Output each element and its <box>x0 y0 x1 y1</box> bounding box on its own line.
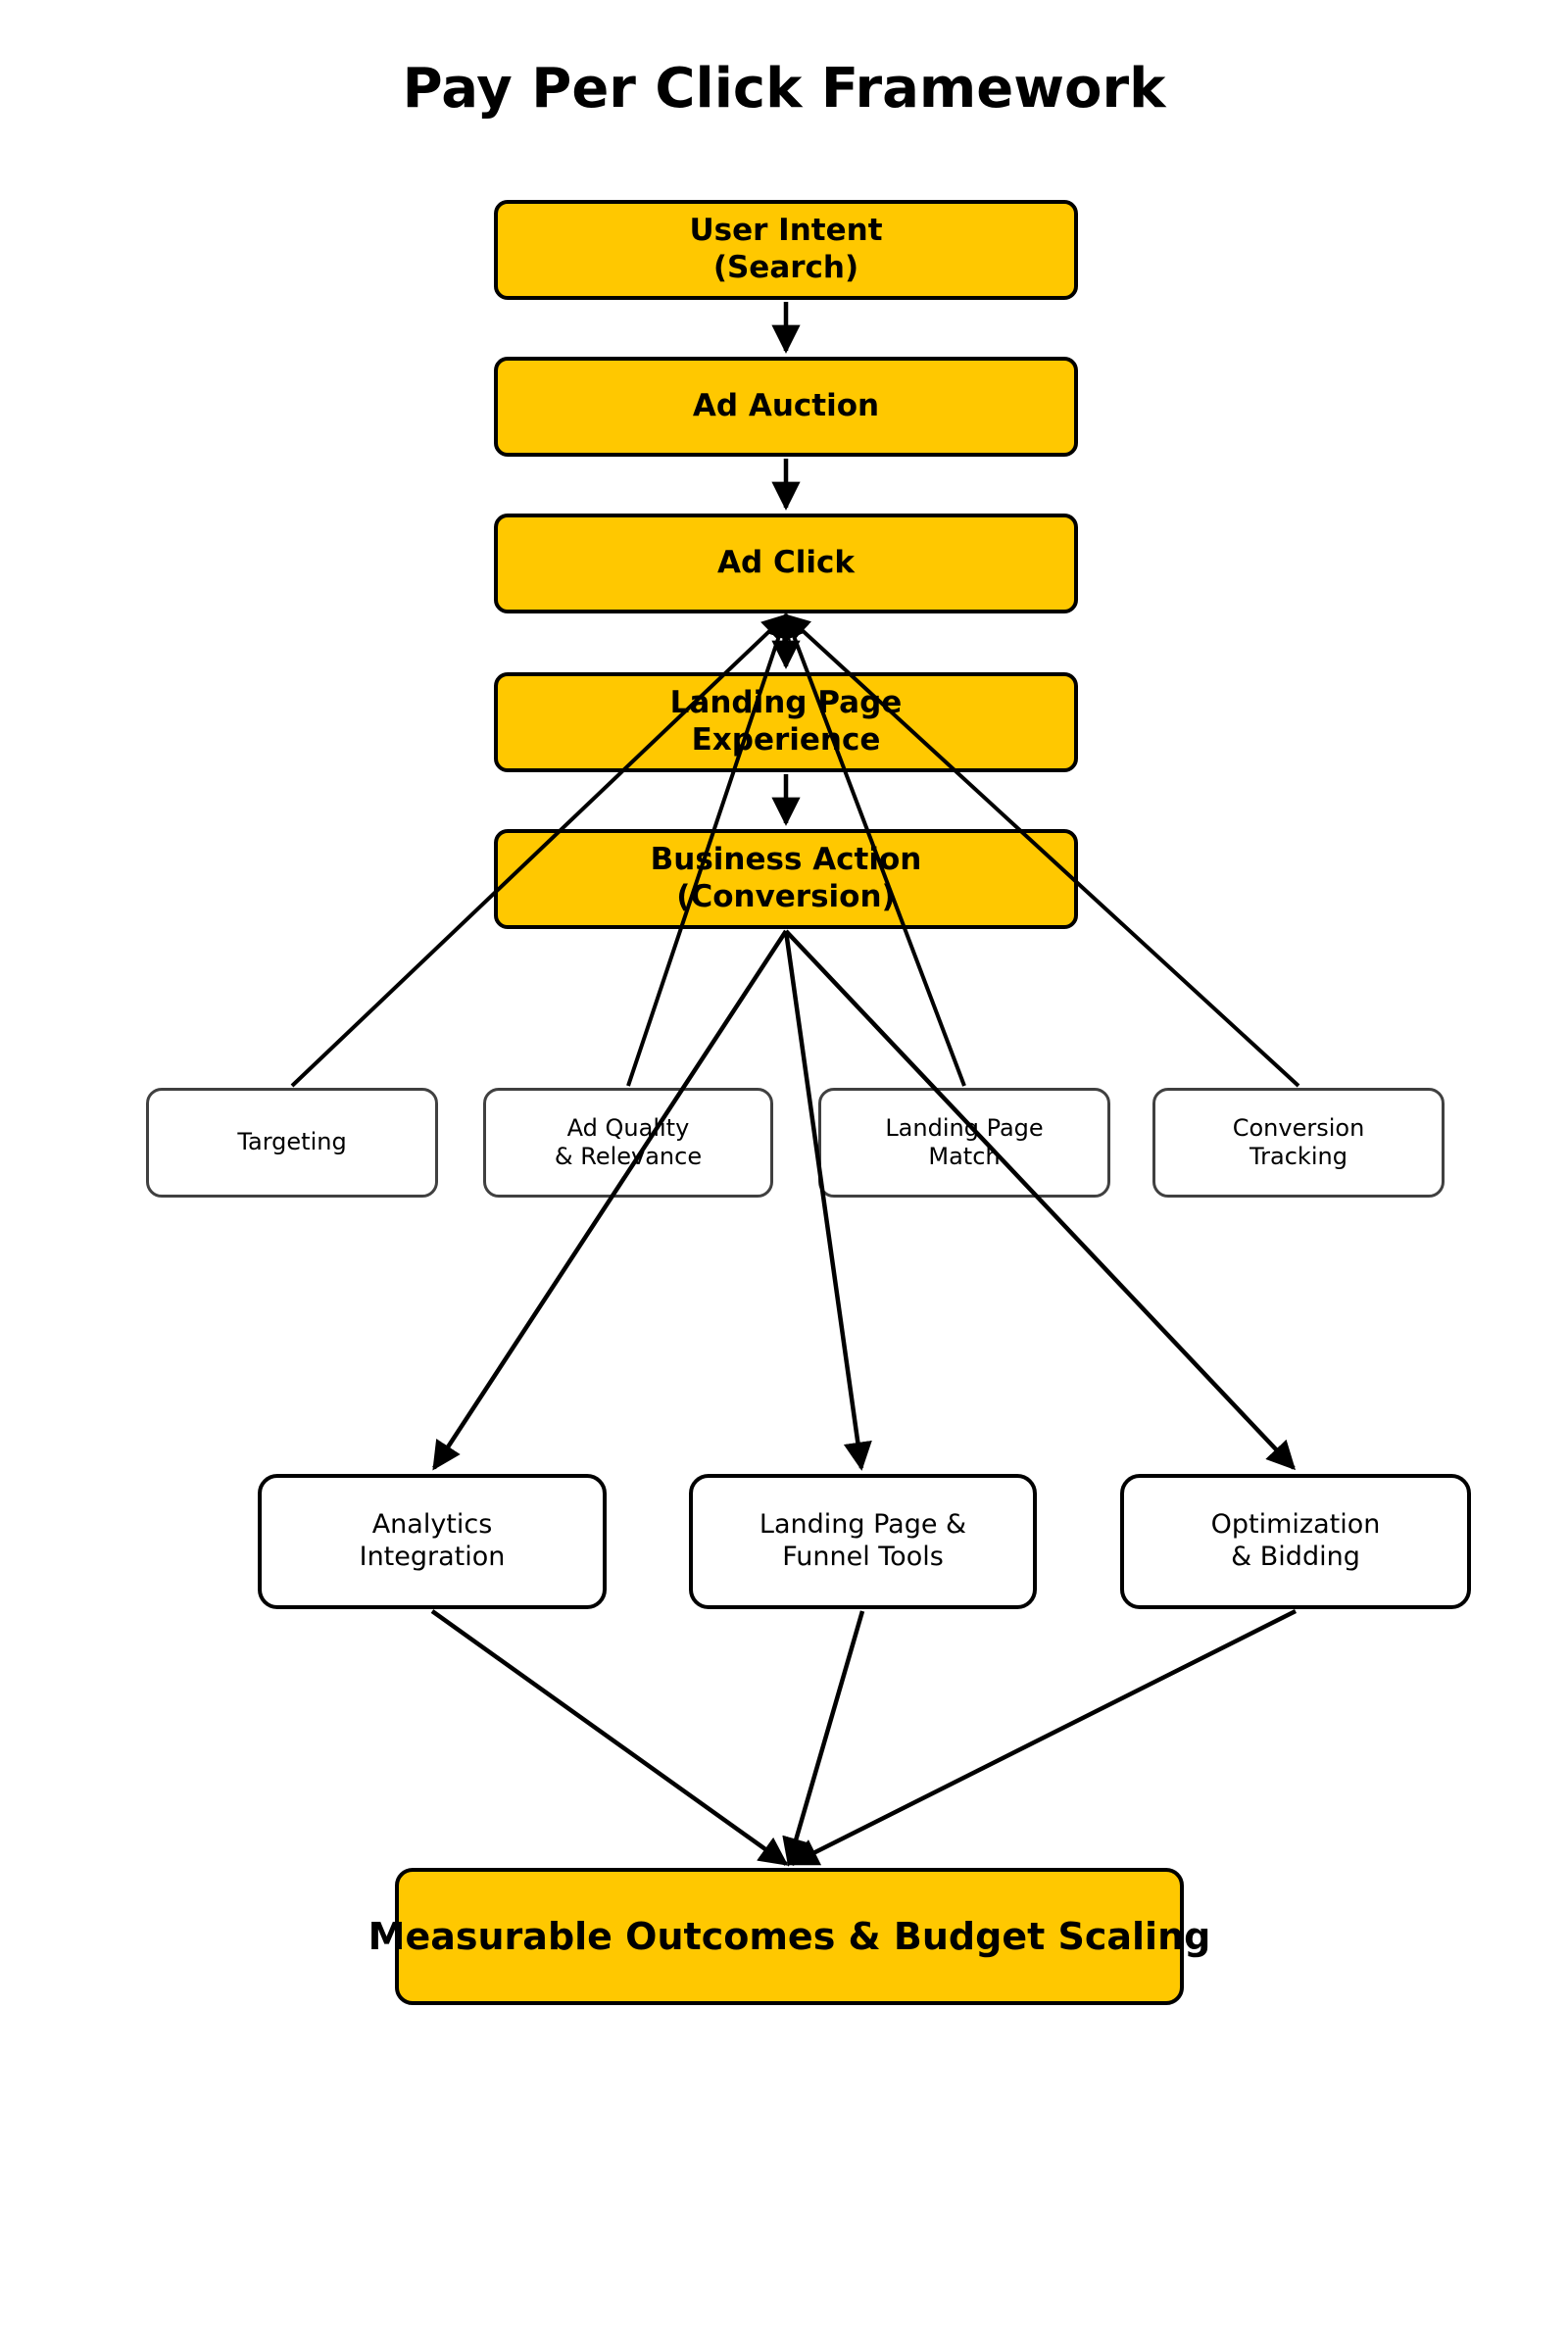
node-ad-quality-label: Ad Quality & Relevance <box>554 1113 703 1170</box>
edge-analytics-to-outcomes <box>430 1609 789 1866</box>
page-title: Pay Per Click Framework <box>402 57 1166 121</box>
node-targeting: Targeting <box>146 1088 438 1198</box>
node-landing-page-experience: Landing Page Experience <box>494 672 1078 772</box>
node-analytics-integration-label: Analytics Integration <box>359 1509 506 1572</box>
node-ad-click-label: Ad Click <box>717 545 855 581</box>
node-measurable-outcomes: Measurable Outcomes & Budget Scaling <box>368 1868 1210 2005</box>
node-ad-auction-label: Ad Auction <box>692 388 880 424</box>
edge-business-action-to-optimization <box>784 929 1297 1471</box>
node-business-action: Business Action (Conversion) <box>494 829 1078 929</box>
node-conversion-tracking-label: Conversion Tracking <box>1232 1113 1365 1170</box>
node-landing-page-match: Landing Page Match <box>818 1088 1110 1198</box>
node-business-action-label: Business Action (Conversion) <box>650 842 922 914</box>
node-analytics-integration: Analytics Integration <box>258 1474 607 1609</box>
node-ad-auction: Ad Auction <box>494 357 1078 457</box>
edge-optimization-to-outcomes <box>789 1608 1298 1867</box>
node-user-intent-label: User Intent (Search) <box>689 213 883 285</box>
node-optimization-bidding: Optimization & Bidding <box>1120 1474 1471 1609</box>
node-ad-quality: Ad Quality & Relevance <box>483 1088 773 1198</box>
node-targeting-label: Targeting <box>237 1128 347 1156</box>
edge-business-action-to-analytics <box>432 929 788 1471</box>
node-optimization-bidding-label: Optimization & Bidding <box>1210 1509 1381 1572</box>
edge-business-action-to-funnel-tools <box>783 930 872 1471</box>
node-conversion-tracking: Conversion Tracking <box>1152 1088 1445 1198</box>
node-ad-click: Ad Click <box>494 514 1078 613</box>
node-landing-page-match-label: Landing Page Match <box>885 1113 1044 1170</box>
node-user-intent: User Intent (Search) <box>494 200 1078 300</box>
node-funnel-tools: Landing Page & Funnel Tools <box>689 1474 1037 1609</box>
edge-funnel-tools-to-outcomes <box>782 1610 865 1867</box>
node-landing-page-experience-label: Landing Page Experience <box>669 685 903 758</box>
node-funnel-tools-label: Landing Page & Funnel Tools <box>759 1509 967 1572</box>
node-measurable-outcomes-label: Measurable Outcomes & Budget Scaling <box>368 1914 1211 1958</box>
